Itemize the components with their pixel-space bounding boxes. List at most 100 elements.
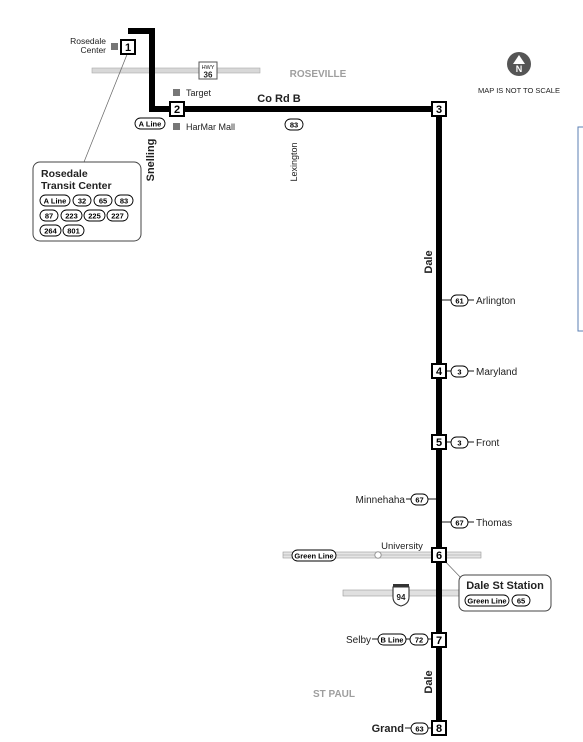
svg-text:32: 32 (78, 197, 86, 206)
svg-text:225: 225 (88, 212, 101, 221)
svg-text:83: 83 (120, 197, 128, 206)
svg-text:67: 67 (415, 496, 423, 505)
route-pill-87[interactable]: 87 (39, 209, 59, 222)
svg-text:Arlington: Arlington (476, 296, 515, 307)
connection-front[interactable]: 3 Front (446, 436, 500, 449)
transit-center-title-1: Rosedale (41, 168, 88, 180)
area-label-roseville: ROSEVILLE (290, 69, 347, 80)
svg-text:63: 63 (415, 725, 423, 734)
landmark-rosedale-line1: Rosedale (70, 36, 106, 46)
timepoint-1[interactable]: 1 (120, 39, 136, 55)
svg-text:Green Line: Green Line (294, 552, 333, 561)
svg-text:Green Line: Green Line (467, 597, 506, 606)
connection-grand[interactable]: Grand 63 (372, 722, 432, 735)
street-lexington: Lexington (289, 142, 299, 181)
svg-text:Selby: Selby (346, 635, 371, 646)
svg-text:65: 65 (99, 197, 107, 206)
svg-text:61: 61 (455, 297, 463, 306)
north-arrow-icon: N (507, 52, 531, 76)
route-pill-a-line[interactable]: A Line (39, 194, 71, 207)
connection-arlington[interactable]: 61 Arlington (442, 294, 515, 307)
connection-thomas[interactable]: 67 Thomas (442, 516, 512, 529)
svg-text:Maryland: Maryland (476, 367, 517, 378)
svg-text:N: N (516, 64, 523, 74)
svg-text:3: 3 (436, 104, 442, 116)
transit-center-title-2: Transit Center (41, 180, 112, 192)
svg-text:67: 67 (455, 519, 463, 528)
svg-text:36: 36 (204, 71, 213, 80)
station-callout: Dale St Station Green Line 65 (458, 574, 552, 612)
station-title: Dale St Station (466, 580, 544, 592)
landmark-marker-target (173, 89, 180, 96)
street-snelling: Snelling (145, 139, 157, 182)
landmark-rosedale-line2: Center (80, 45, 106, 55)
svg-text:72: 72 (415, 636, 423, 645)
connection-minnehaha[interactable]: Minnehaha 67 (356, 493, 436, 506)
rail-station-marker (374, 551, 382, 559)
route-pill-225[interactable]: 225 (83, 209, 106, 222)
connection-maryland[interactable]: 3 Maryland (446, 365, 517, 378)
connection-selby[interactable]: Selby B Line 72 (346, 633, 432, 646)
connection-snelling-a-line[interactable]: A Line (134, 117, 166, 130)
svg-text:227: 227 (111, 212, 124, 221)
not-to-scale-note: MAP IS NOT TO SCALE (478, 86, 560, 95)
svg-text:87: 87 (45, 212, 53, 221)
timepoint-2[interactable]: 2 (169, 101, 185, 117)
svg-text:264: 264 (44, 227, 57, 236)
timepoint-3[interactable]: 3 (431, 101, 447, 117)
svg-text:7: 7 (436, 635, 442, 647)
svg-text:94: 94 (397, 593, 406, 602)
landmark-harmar: HarMar Mall (186, 122, 235, 132)
svg-text:Thomas: Thomas (476, 518, 512, 529)
route-pill-801[interactable]: 801 (62, 224, 85, 237)
timepoint-7[interactable]: 7 (431, 632, 447, 648)
svg-text:Minnehaha: Minnehaha (356, 495, 406, 506)
svg-text:A Line: A Line (139, 120, 162, 129)
svg-text:83: 83 (290, 121, 298, 130)
station-route-green-line[interactable]: Green Line (464, 594, 510, 607)
svg-text:801: 801 (67, 227, 80, 236)
street-dale-lower: Dale (423, 670, 435, 693)
svg-text:HWY: HWY (202, 65, 215, 71)
route-pill-32[interactable]: 32 (72, 194, 92, 207)
svg-text:3: 3 (457, 439, 461, 448)
route-pill-264[interactable]: 264 (39, 224, 62, 237)
route-line (128, 28, 442, 728)
route-pill-83[interactable]: 83 (114, 194, 134, 207)
landmark-target: Target (186, 88, 212, 98)
connection-lexington-83[interactable]: 83 (284, 118, 304, 131)
svg-text:6: 6 (436, 550, 442, 562)
connection-university-green-line[interactable]: Green Line (291, 549, 337, 562)
timepoint-6[interactable]: 6 (431, 547, 447, 563)
street-university: University (381, 541, 423, 552)
route-pill-227[interactable]: 227 (106, 209, 129, 222)
svg-text:2: 2 (174, 104, 180, 116)
svg-text:Grand: Grand (372, 723, 404, 735)
timepoint-4[interactable]: 4 (431, 363, 447, 379)
route-pill-65[interactable]: 65 (93, 194, 113, 207)
svg-text:1: 1 (125, 42, 131, 54)
timepoint-8[interactable]: 8 (431, 720, 447, 736)
area-label-st-paul: ST PAUL (313, 689, 355, 700)
hwy-36-shield: HWY 36 (198, 61, 218, 80)
svg-text:8: 8 (436, 723, 442, 735)
street-co-rd-b: Co Rd B (257, 93, 300, 105)
svg-text:5: 5 (436, 437, 442, 449)
highway-36-road (91, 67, 261, 74)
svg-text:B Line: B Line (381, 636, 404, 645)
transit-center-leader (79, 51, 129, 173)
svg-text:Front: Front (476, 438, 500, 449)
svg-text:4: 4 (436, 366, 443, 378)
svg-text:3: 3 (457, 368, 461, 377)
route-pill-223[interactable]: 223 (60, 209, 83, 222)
transit-center-callout: Rosedale Transit Center A Line 32 65 83 … (32, 161, 142, 242)
i94-shield: 94 (392, 584, 410, 607)
station-route-65[interactable]: 65 (511, 594, 531, 607)
svg-text:223: 223 (65, 212, 78, 221)
timepoint-5[interactable]: 5 (431, 434, 447, 450)
landmark-marker-harmar (173, 123, 180, 130)
svg-text:A Line: A Line (44, 197, 67, 206)
landmark-marker-rosedale (111, 43, 118, 50)
svg-text:65: 65 (517, 597, 525, 606)
